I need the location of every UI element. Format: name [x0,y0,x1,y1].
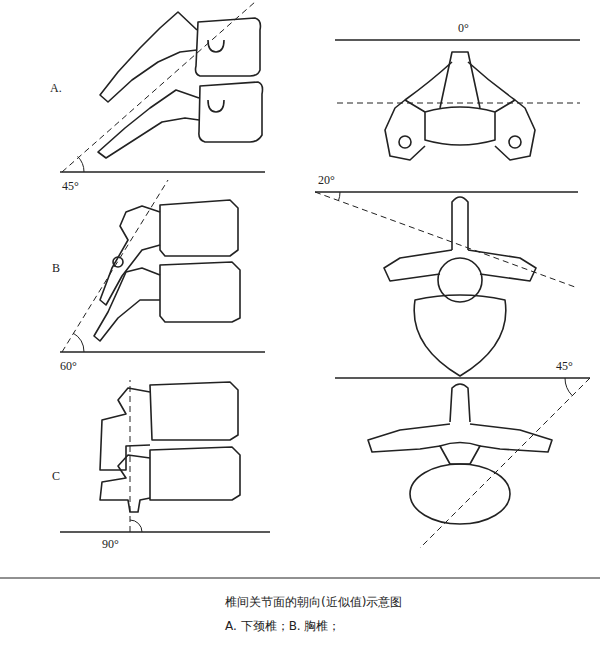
angle-label: 0° [458,22,469,35]
baseline [335,377,590,379]
angle-arc [130,520,142,532]
transverse-process [384,250,452,281]
figure-letter: C [52,470,60,483]
vertebral-body [160,200,238,256]
baseline [315,191,578,193]
baseline [60,351,265,353]
transverse-process [368,424,450,452]
caption-rule [0,578,600,579]
angle-arc [73,333,84,352]
spinous-process [452,197,468,250]
angle-label: 45° [556,360,573,373]
posterior-element [100,206,160,305]
figure-letter: A. [50,82,62,95]
facet [113,257,123,267]
lamina [405,62,515,100]
transverse-process [468,250,536,281]
posterior-element [94,268,160,341]
foramen [509,136,521,148]
vertebral-canal [440,443,480,465]
posterior-element [100,12,197,102]
spinous-process [440,52,480,108]
facet-plane [62,2,255,172]
posterior-element [98,90,199,158]
vertebral-body [414,295,506,376]
vertebral-body [150,382,238,440]
angle-label: 60° [60,360,77,373]
angle-label: 45° [62,180,79,193]
transverse-process [470,424,552,452]
vertebral-body [160,262,240,322]
vertebral-body [196,18,261,76]
figure-letter: B [52,262,60,275]
angle-label: 90° [102,538,119,551]
angle-arc [565,378,572,396]
figure-caption: 椎间关节面的朝向(近似值)示意图 [225,596,402,609]
vertebral-body [425,107,495,145]
caption-legend: A. 下颈椎；B. 胸椎； [225,620,341,633]
vertebral-body [199,82,263,142]
transverse-process [385,100,425,160]
foramen [208,40,224,52]
transverse-process [495,100,535,160]
facet-plane [62,180,168,352]
foramen [208,100,224,112]
baseline [335,39,580,41]
posterior-element [100,455,150,512]
spinous-process [450,384,470,422]
foramen [399,136,411,148]
angle-label: 20° [318,174,335,187]
angle-arc [339,192,341,201]
facet-plane [337,103,580,104]
facet-plane [315,192,575,287]
vertebral-body [410,464,510,524]
vertebral-body [150,447,240,500]
baseline [60,531,270,533]
angle-arc [78,156,84,172]
baseline [60,171,265,173]
